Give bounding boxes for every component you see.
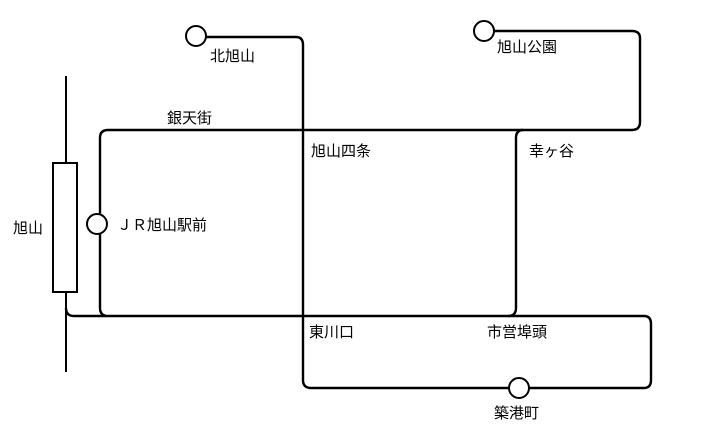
route-line-kita-asahiyama <box>196 35 305 130</box>
route-line-main-loop <box>64 128 653 390</box>
asahiyama-station-box <box>52 162 78 293</box>
place-label-shiei-futo: 市営埠頭 <box>487 323 547 341</box>
route-line-sachigaya-branch <box>507 128 524 318</box>
stop-label-kita-asahiyama: 北旭山 <box>210 47 255 65</box>
station-label-asahiyama: 旭山 <box>13 219 43 237</box>
place-label-asahiyama-yonjo: 旭山四条 <box>311 142 371 160</box>
jr-asahiyama-ekimae-stop-marker <box>86 213 108 235</box>
stop-label-jr-asahiyama-ekimae: ＪＲ旭山駅前 <box>117 216 207 234</box>
place-label-higashikawaguchi: 東川口 <box>309 323 354 341</box>
stop-label-chikkomachi: 築港町 <box>494 404 539 422</box>
chikkomachi-stop-marker <box>508 377 530 399</box>
asahiyama-koen-stop-marker <box>473 20 495 42</box>
place-label-sachigaya: 幸ヶ谷 <box>529 142 574 160</box>
place-label-gintengai: 銀天街 <box>167 109 212 127</box>
kita-asahiyama-stop-marker <box>185 25 207 47</box>
stop-label-asahiyama-koen: 旭山公園 <box>497 38 557 56</box>
route-line-sachigaya <box>303 29 642 132</box>
